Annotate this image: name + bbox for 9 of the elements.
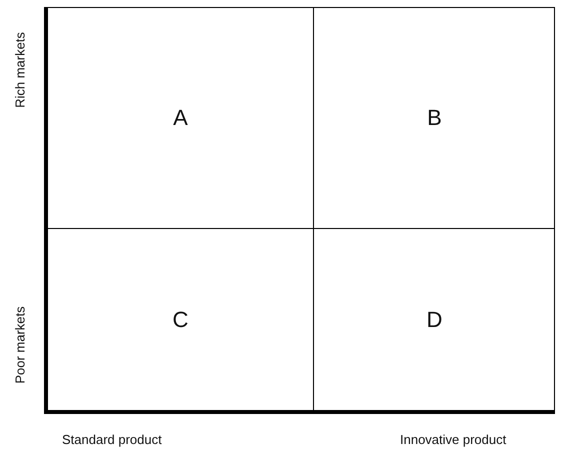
axis-label: Rich markets <box>12 32 28 108</box>
axis-label: Standard product <box>62 432 162 447</box>
quadrant-letter: D <box>426 307 442 333</box>
matrix-quadrant <box>48 8 314 229</box>
axis-label: Innovative product <box>400 432 506 447</box>
axis-label: Poor markets <box>12 306 28 384</box>
quadrant-letter: B <box>427 105 442 131</box>
quadrant-letter: A <box>173 105 188 131</box>
quadrant-letter: C <box>172 307 188 333</box>
